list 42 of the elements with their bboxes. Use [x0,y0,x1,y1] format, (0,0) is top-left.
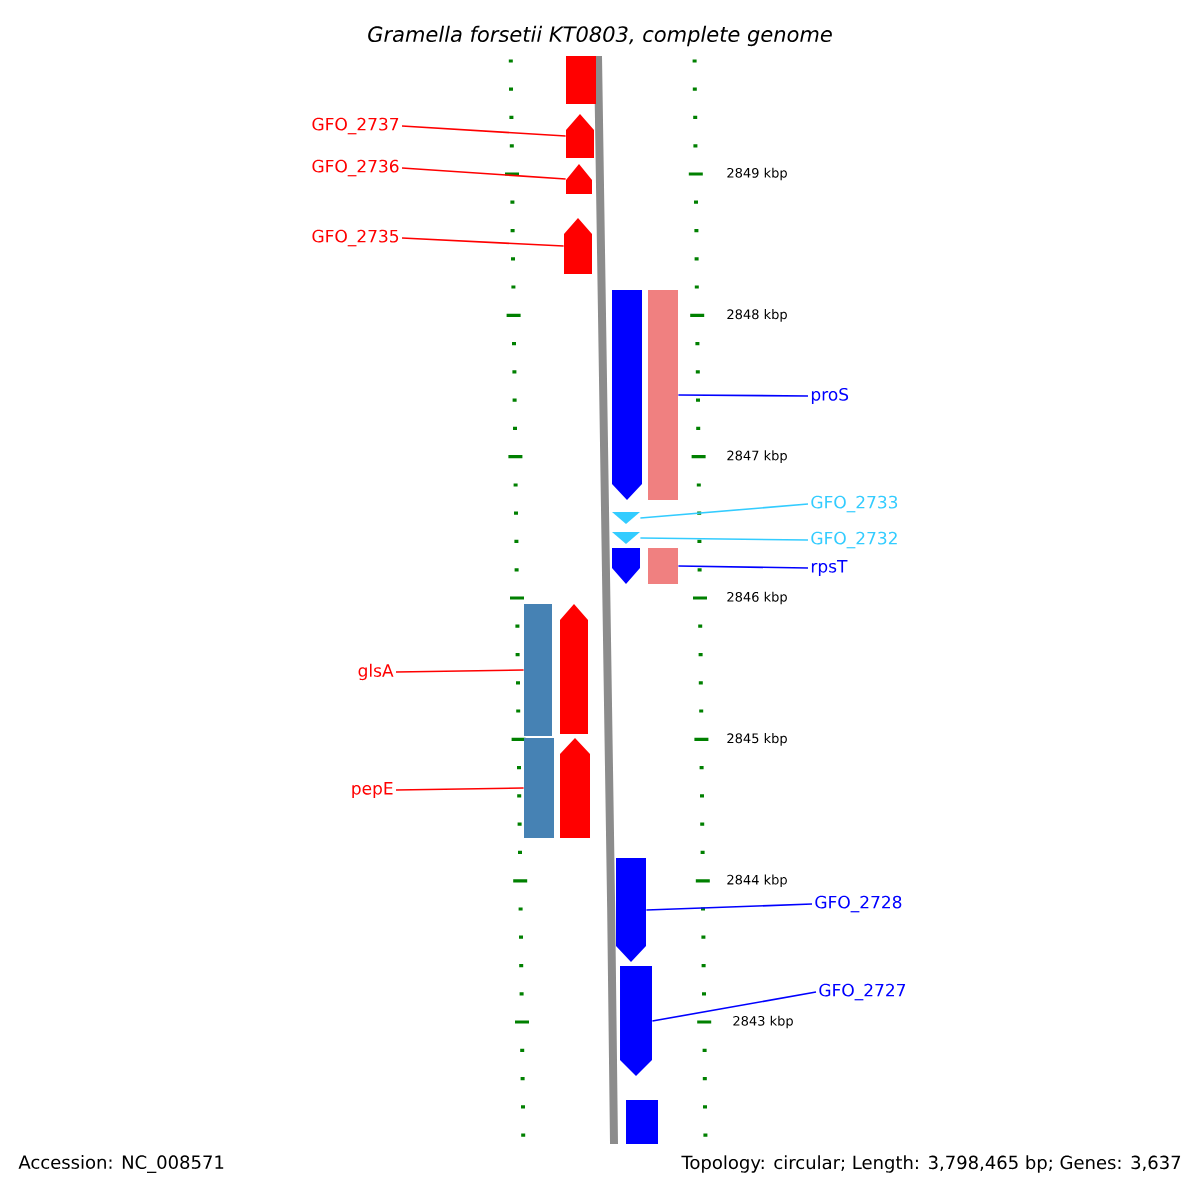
gene-label: pepE [352,782,393,798]
gene-label: GFO_2728 [815,895,902,913]
gene-label: GFO_2736 [312,159,399,177]
title: Gramella forsetii KT0803, complete genome [368,25,832,47]
gene-feature [560,738,590,838]
leader-line [401,125,567,137]
gene-bar [648,290,678,500]
gene-label: GFO_2737 [312,117,399,135]
gene-bar [524,738,554,838]
gene-feature [560,604,588,734]
accession-text: Accession: NC_008571 [18,1155,224,1173]
gene-label: GFO_2733 [811,495,898,513]
leader-line [645,903,813,911]
gene-label: proS [811,387,849,405]
gene-feature [564,218,592,274]
genome-stats: Topology: circular; Length: 3,798,465 bp; Genes: 3,637 [681,1155,1181,1173]
gene-feature [616,858,646,962]
gene-feature [620,966,652,1076]
leader-line [395,787,525,791]
gene-bar [524,604,552,736]
leader-line [677,394,809,397]
gene-bar [566,56,596,104]
gene-label: rpsT [811,560,848,576]
gene-feature [566,164,592,194]
gene-feature [612,290,642,500]
gene-feature [566,114,594,158]
leader-line [639,503,809,519]
gene-feature [612,548,640,584]
gene-feature [612,532,640,544]
gene-label: GFO_2727 [819,983,906,1001]
leader-line [401,167,567,180]
leader-line [677,565,809,569]
gene-feature [612,512,640,524]
gene-label: glsA [358,663,394,681]
leader-line [639,537,809,541]
leader-line [651,991,817,1022]
gene-label: GFO_2735 [312,229,399,247]
gene-label: GFO_2732 [811,531,897,549]
gene-bar [648,548,678,584]
leader-line [401,237,565,247]
leader-line [395,669,525,673]
gene-bar [626,1100,658,1144]
